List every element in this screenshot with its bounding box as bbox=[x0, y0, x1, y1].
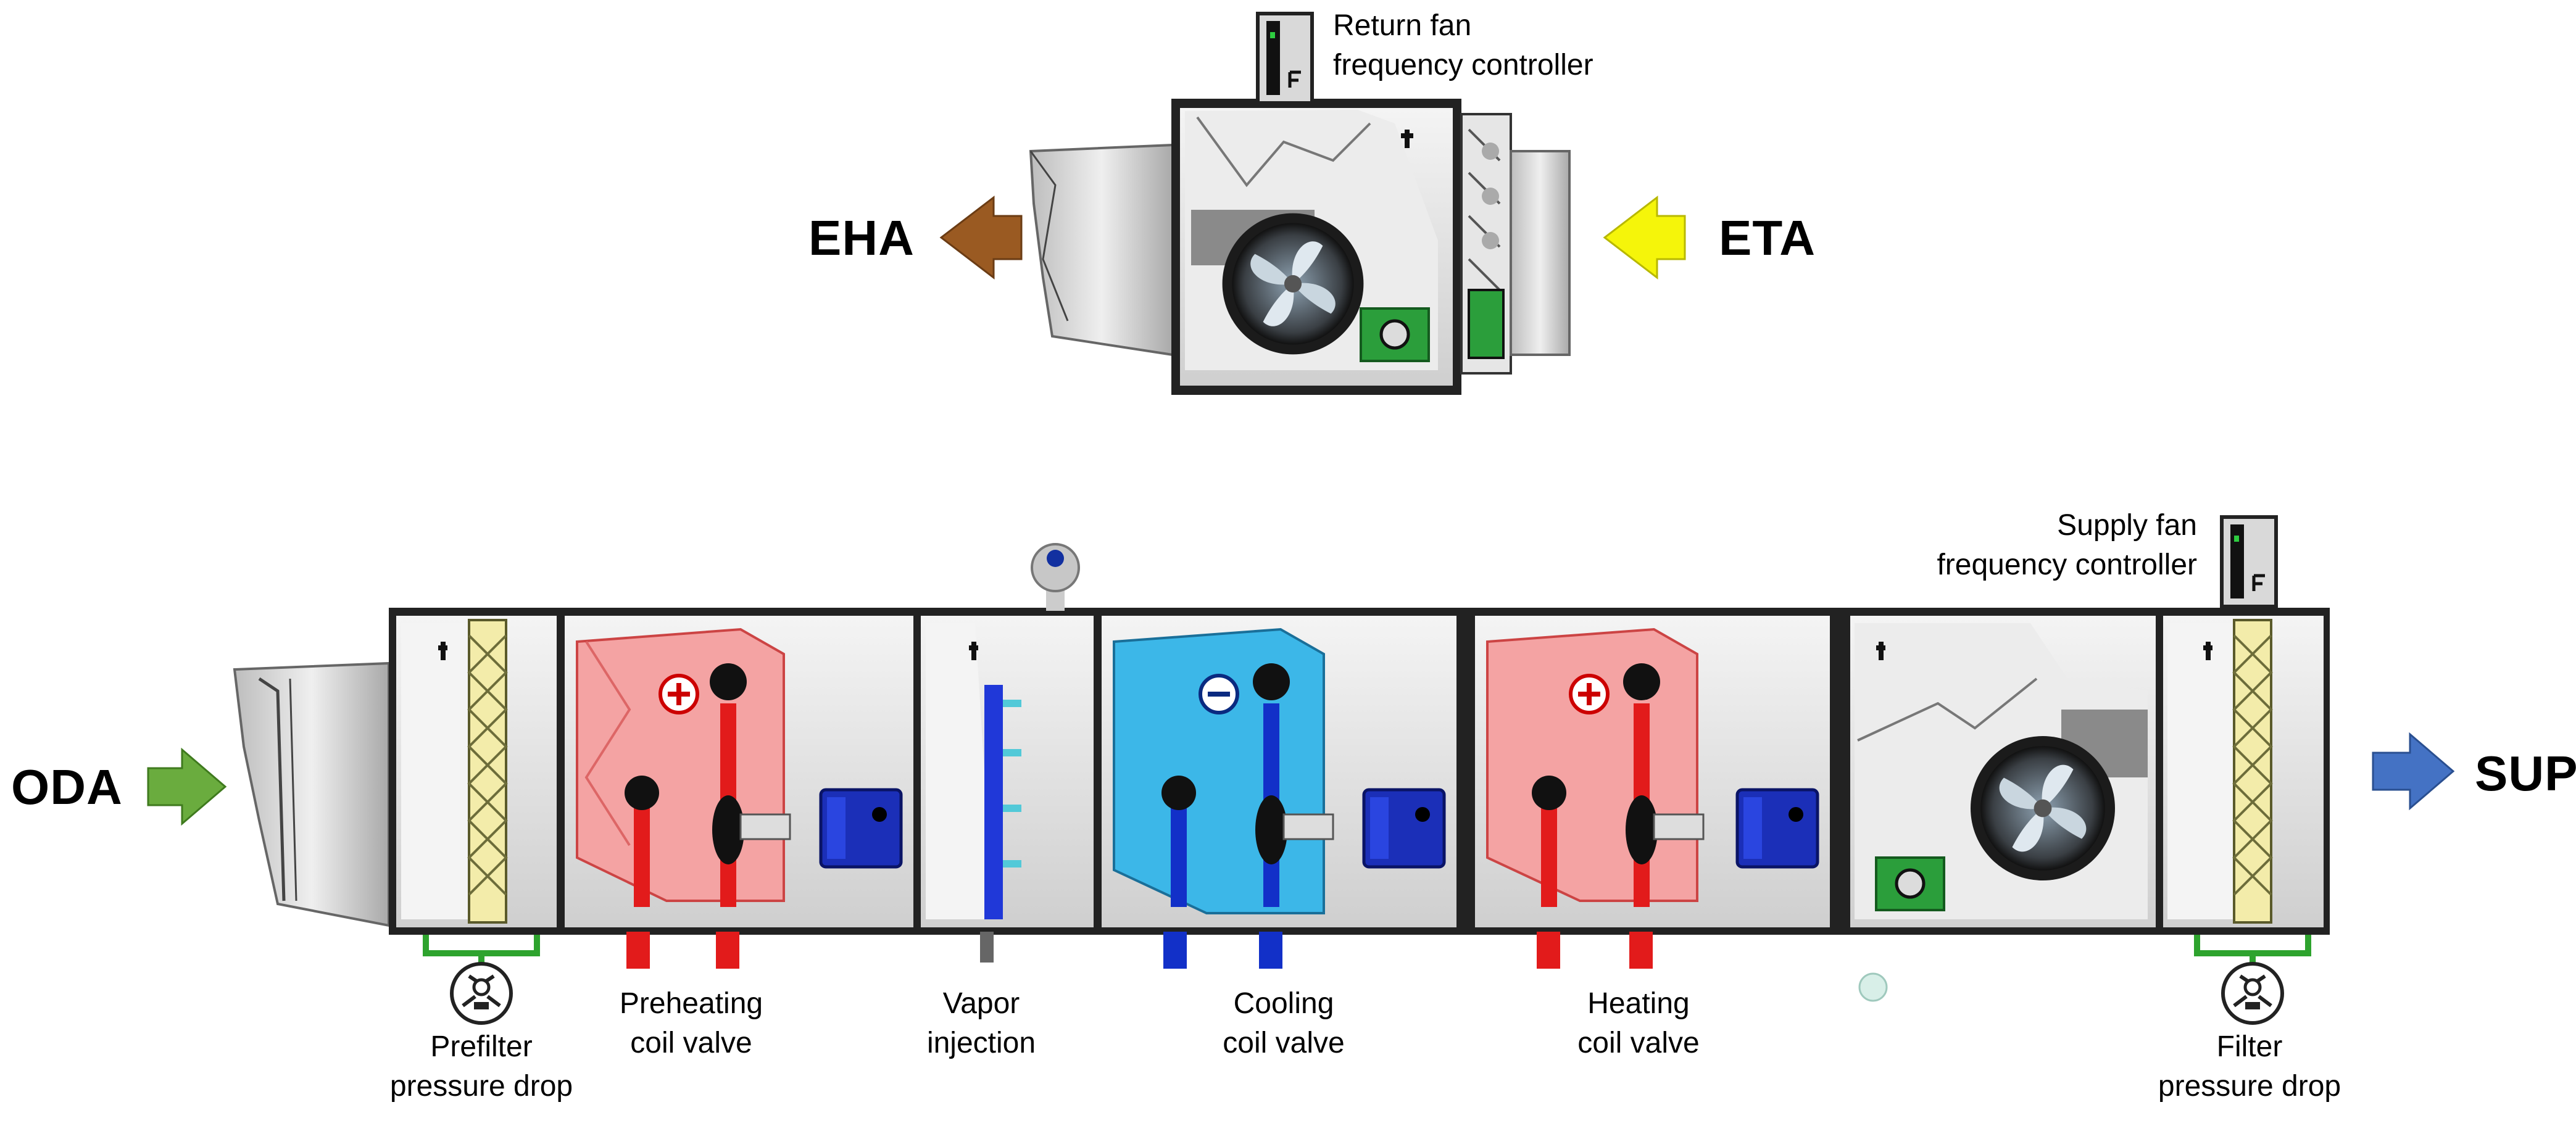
sup-label: SUP bbox=[2475, 746, 2576, 801]
oda-arrow-icon bbox=[147, 747, 227, 826]
eha-label: EHA bbox=[808, 210, 915, 265]
oda-label: ODA bbox=[11, 760, 123, 814]
eta-arrow-icon bbox=[1603, 195, 1686, 280]
sup-arrow-icon bbox=[2372, 732, 2455, 811]
eta-label: ETA bbox=[1719, 210, 1816, 265]
supply-air-unit bbox=[233, 517, 2330, 1023]
eha-arrow-icon bbox=[939, 195, 1023, 280]
return-air-unit bbox=[1029, 14, 1571, 395]
